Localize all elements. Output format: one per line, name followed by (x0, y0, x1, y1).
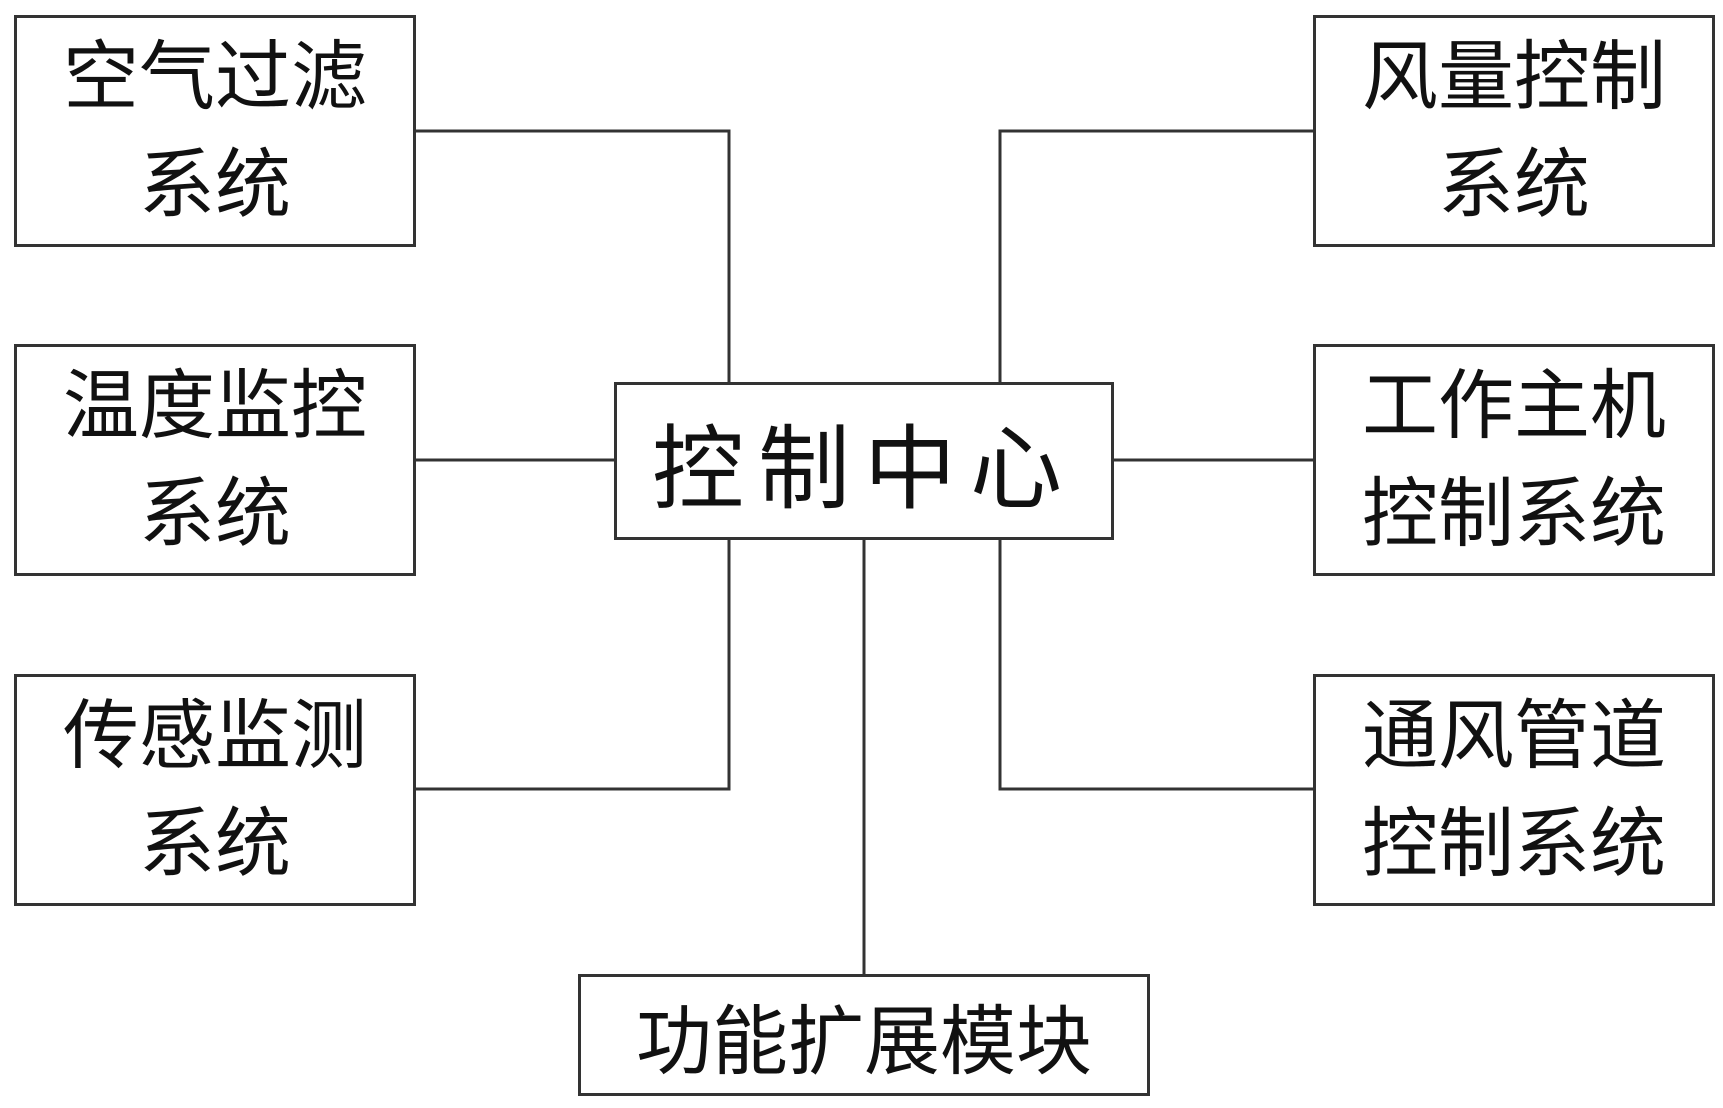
node-air-filter-system: 空气过滤 系统 (14, 15, 416, 247)
node-temperature-monitor-system: 温度监控 系统 (14, 344, 416, 576)
node-duct-control-system: 通风管道 控制系统 (1313, 674, 1715, 906)
node-label-line2: 系统 (139, 140, 291, 229)
node-label-line2: 系统 (139, 469, 291, 558)
node-label-line1: 温度监控 (63, 361, 367, 450)
node-label-line2: 控制系统 (1362, 799, 1666, 888)
control-center-label: 控制中心 (651, 415, 1076, 523)
node-label-line1: 工作主机 (1362, 361, 1666, 450)
connector-duct (998, 540, 1313, 791)
node-control-center: 控制中心 (614, 382, 1114, 540)
connector-sensor (416, 540, 731, 791)
node-label-line1: 通风管道 (1362, 691, 1666, 780)
function-extension-label: 功能扩展模块 (636, 997, 1092, 1086)
connector-airflow (998, 129, 1313, 382)
node-function-extension-module: 功能扩展模块 (578, 974, 1150, 1096)
connector-air-filter (416, 129, 731, 382)
node-label-line2: 控制系统 (1362, 469, 1666, 558)
node-host-control-system: 工作主机 控制系统 (1313, 344, 1715, 576)
node-label-line2: 系统 (139, 799, 291, 888)
node-airflow-control-system: 风量控制 系统 (1313, 15, 1715, 247)
node-sensor-monitor-system: 传感监测 系统 (14, 674, 416, 906)
node-label-line1: 空气过滤 (63, 32, 367, 121)
node-label-line2: 系统 (1438, 140, 1590, 229)
node-label-line1: 传感监测 (63, 691, 367, 780)
node-label-line1: 风量控制 (1362, 32, 1666, 121)
